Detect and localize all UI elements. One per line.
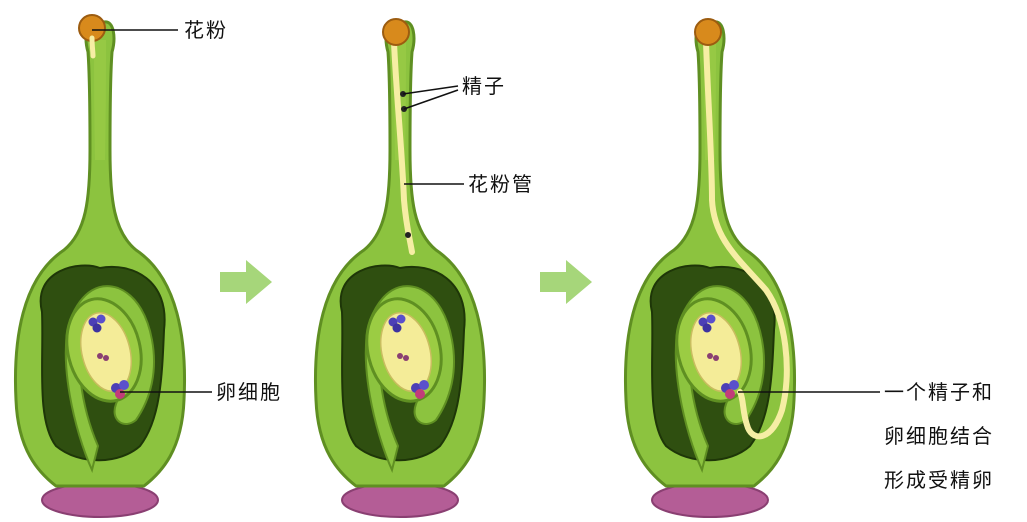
- pistil-stage-1: [15, 15, 184, 517]
- label-fertilization-line1: 一个精子和: [884, 382, 994, 402]
- label-sperm: 精子: [462, 76, 506, 96]
- pistil-stage-3: [625, 19, 794, 517]
- label-egg-cell: 卵细胞: [216, 382, 282, 402]
- pollen-grain: [383, 19, 409, 45]
- pollen-grain: [695, 19, 721, 45]
- label-fertilization-line3: 形成受精卵: [884, 470, 994, 490]
- pistil-stage-2: [315, 19, 484, 517]
- label-pollen: 花粉: [184, 20, 228, 40]
- label-fertilization-line2: 卵细胞结合: [884, 426, 994, 446]
- tube-nucleus-dot: [405, 232, 411, 238]
- label-pollen-tube: 花粉管: [468, 174, 534, 194]
- right-arrow-icon: [220, 260, 272, 304]
- right-arrow-icon: [540, 260, 592, 304]
